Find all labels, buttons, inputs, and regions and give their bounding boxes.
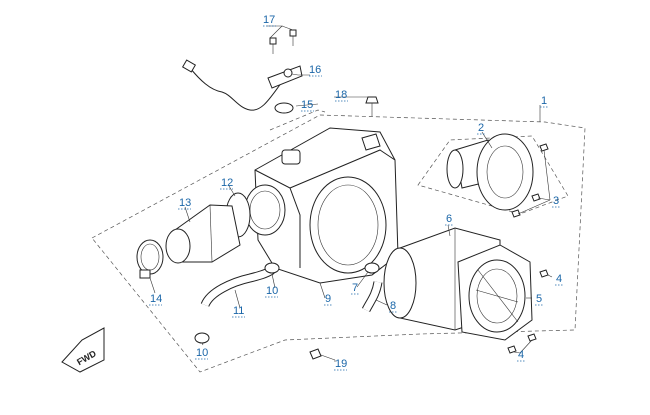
intake-funnel-2 — [446, 133, 534, 211]
o-ring-15 — [274, 102, 294, 114]
screws-3 — [511, 143, 549, 218]
small-clamp-10a — [264, 262, 280, 274]
callout-4-lower: 4 — [518, 349, 524, 361]
callout-8: 8 — [390, 300, 396, 312]
callout-7: 7 — [352, 282, 358, 294]
callout-1: 1 — [541, 95, 547, 107]
callout-4-upper: 4 — [556, 273, 562, 285]
sensor-harness — [181, 59, 303, 111]
callout-5: 5 — [536, 293, 542, 305]
assembly-outline-sensor — [269, 109, 326, 131]
callout-14: 14 — [150, 293, 162, 305]
callout-6: 6 — [446, 213, 452, 225]
screw-pair-17 — [269, 29, 297, 54]
fwd-arrow: FWD — [61, 327, 105, 373]
small-clamp-10b — [194, 332, 210, 344]
screws-4 — [507, 269, 549, 354]
callout-15: 15 — [301, 99, 313, 111]
callout-labels: 17 16 15 18 1 2 3 6 4 5 4 8 7 9 10 11 10… — [149, 14, 563, 371]
callout-17: 17 — [263, 14, 275, 26]
bolt-18 — [365, 96, 379, 116]
callout-13: 13 — [179, 197, 191, 209]
callout-9: 9 — [325, 293, 331, 305]
callout-16: 16 — [309, 64, 321, 76]
bolt-19 — [309, 348, 336, 361]
callout-19: 19 — [335, 358, 347, 370]
leader-lines — [149, 25, 553, 362]
callout-10-lower: 10 — [196, 347, 208, 359]
vent-clamp-7 — [364, 262, 380, 274]
callout-2: 2 — [478, 122, 484, 134]
callout-11: 11 — [233, 305, 244, 317]
air-box-housing-9 — [244, 127, 399, 284]
callout-18: 18 — [335, 89, 347, 101]
filter-cover-5 — [457, 244, 533, 341]
callout-12: 12 — [221, 177, 233, 189]
callout-10-upper: 10 — [266, 285, 278, 297]
intake-duct-13 — [165, 204, 241, 264]
hose-clamp-14 — [136, 239, 164, 279]
callout-3: 3 — [553, 195, 559, 207]
